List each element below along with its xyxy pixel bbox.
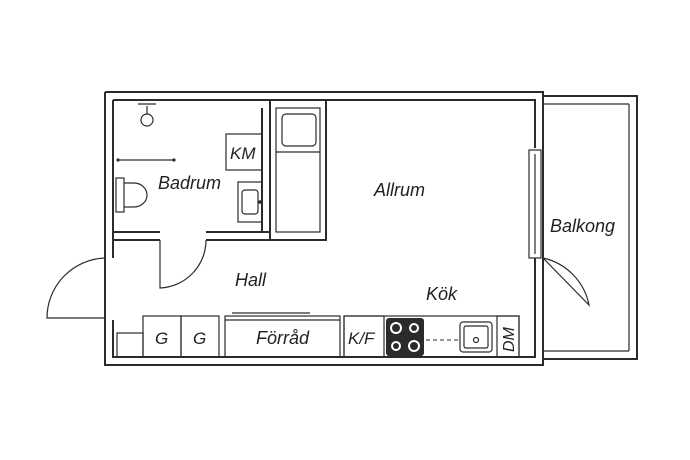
room-label-hall: Hall (235, 270, 267, 290)
stove-icon (386, 318, 424, 356)
bed-icon (269, 99, 327, 241)
bathroom-sink-icon (237, 181, 263, 223)
balcony-door (528, 149, 590, 307)
balcony-outline (542, 95, 638, 360)
fixture-label-fridge-freezer: K/F (348, 329, 376, 348)
fixture-label-dishwasher: DM (501, 326, 518, 352)
exterior-walls (104, 91, 544, 366)
kitchen-sink-icon (459, 321, 493, 353)
room-label-storage: Förråd (256, 328, 310, 348)
kitchen-counter (343, 315, 520, 358)
room-label-balcony: Balkong (550, 216, 615, 236)
fixture-label-wardrobe-2: G (193, 329, 206, 348)
entrance-door (46, 257, 106, 320)
hall-cabinets (116, 312, 341, 358)
bathroom-walls (113, 100, 271, 289)
room-label-kitchen: Kök (426, 284, 458, 304)
washing-machine-box (225, 133, 263, 171)
toilet-icon (115, 177, 148, 213)
fixture-label-washing-machine: KM (230, 144, 256, 163)
room-label-bathroom: Badrum (158, 173, 221, 193)
room-label-living-room: Allrum (373, 180, 425, 200)
shower-icon (116, 103, 176, 162)
fixture-label-wardrobe-1: G (155, 329, 168, 348)
